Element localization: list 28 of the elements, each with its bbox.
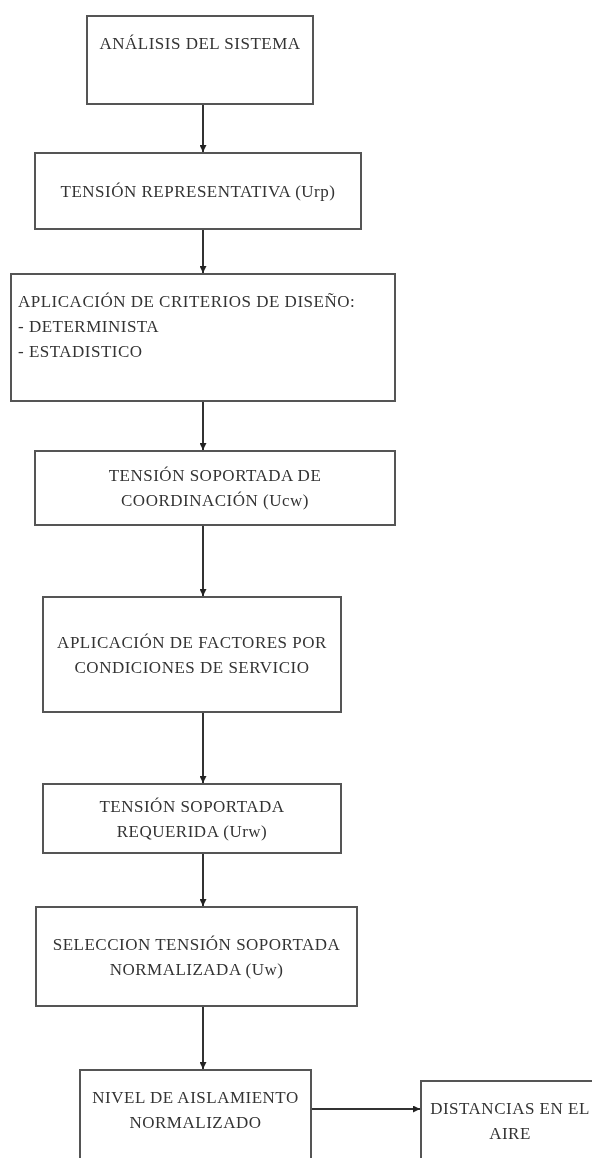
arrow bbox=[199, 401, 207, 451]
process-box bbox=[79, 1069, 312, 1158]
process-box bbox=[10, 273, 396, 402]
box-text: TENSIÓN REPRESENTATIVA (Urp) bbox=[60, 180, 336, 203]
process-box bbox=[34, 152, 362, 230]
arrow bbox=[199, 1006, 207, 1070]
process-box bbox=[86, 15, 314, 105]
process-box bbox=[42, 596, 342, 713]
arrow bbox=[199, 853, 207, 907]
process-box bbox=[42, 783, 342, 854]
arrow bbox=[199, 104, 207, 153]
box-text: SELECCION TENSIÓN SOPORTADA NORMALIZADA (Uw) bbox=[51, 933, 342, 981]
arrow bbox=[199, 525, 207, 597]
process-box bbox=[34, 450, 396, 526]
box-text: DISTANCIAS EN EL AIRE bbox=[429, 1098, 591, 1145]
box-text: - ESTADISTICO bbox=[18, 341, 144, 363]
box-text: - DETERMINISTA bbox=[18, 316, 161, 338]
box-text: TENSIÓN SOPORTADA DE COORDINACIÓN (Ucw) bbox=[107, 465, 323, 512]
process-box bbox=[35, 906, 358, 1007]
box-text: APLICACIÓN DE FACTORES POR CONDICIONES DE SERVICIO bbox=[56, 631, 328, 679]
arrow bbox=[311, 1105, 421, 1113]
box-text: TENSIÓN SOPORTADA REQUERIDA (Urw) bbox=[98, 795, 286, 843]
process-box bbox=[420, 1080, 592, 1158]
arrow bbox=[199, 712, 207, 784]
arrow bbox=[199, 229, 207, 274]
box-text: APLICACIÓN DE CRITERIOS DE DISEÑO: bbox=[18, 291, 356, 313]
box-text: ANÁLISIS DEL SISTEMA bbox=[99, 33, 301, 55]
box-text: NIVEL DE AISLAMIENTO NORMALIZADO bbox=[91, 1087, 300, 1134]
